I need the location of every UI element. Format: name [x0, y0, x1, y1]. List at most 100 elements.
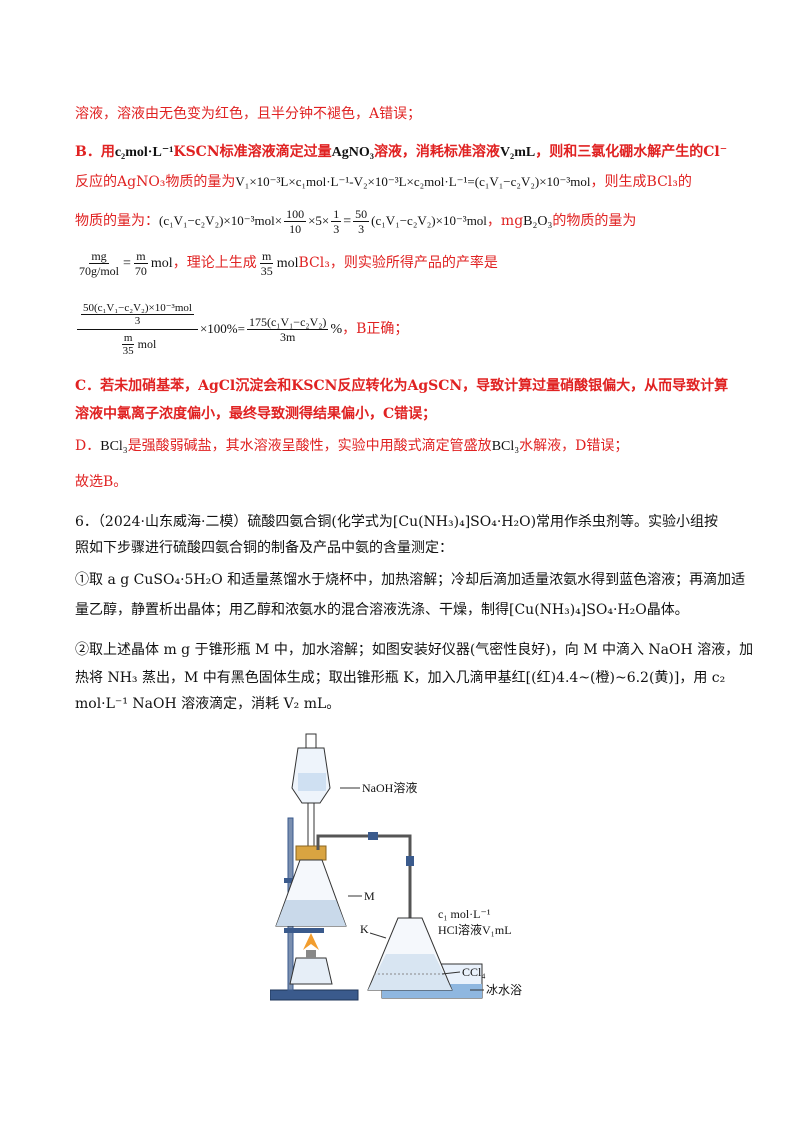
k-pointer [369, 932, 387, 939]
math: ×100%= [199, 321, 245, 336]
math: BCl₃ [100, 439, 128, 454]
naoh-liquid [298, 773, 326, 791]
clamp-2 [284, 928, 324, 933]
alcohol-lamp [289, 957, 333, 985]
label-hcl: HCl溶液V₁mL [438, 922, 512, 937]
question-6-line-5: ②取上述晶体 m g 于锥形瓶 M 中，加水溶解；如图安装好仪器(气密性良好)，… [75, 642, 754, 658]
denominator: 70g/mol [79, 263, 120, 278]
numerator: m [134, 248, 148, 264]
numerator: m [260, 248, 274, 264]
denominator: 3 [333, 221, 340, 236]
question-6-line-1: 6．（2024·山东威海·二模）硫酸四氨合铜(化学式为[Cu(NH₃)₄]SO₄… [75, 514, 719, 530]
math: mol [276, 256, 299, 271]
text: ，则生成BCl₃的 [590, 174, 692, 190]
question-6-line-3: ①取 a g CuSO₄·5H₂O 和适量蒸馏水于烧杯中，加热溶解；冷却后滴加适… [75, 572, 746, 588]
question-6-line-7: mol·L⁻¹ NaOH 溶液滴定，消耗 V₂ mL。 [75, 696, 341, 712]
flask-k-liquid [368, 954, 452, 990]
solution-conclusion: 故选B。 [75, 474, 128, 490]
text: KSCN标准溶液滴定过量 [173, 144, 332, 160]
text: mol [137, 337, 157, 351]
solution-line-c2: 溶液中氯离子浓度偏小，最终导致测得结果偏小，C错误； [75, 406, 437, 422]
denominator: 70 [134, 263, 147, 278]
math: BCl₃ [491, 439, 520, 454]
tube-1 [316, 834, 412, 850]
text: 的物质的量为 [552, 213, 637, 229]
text: 溶液，消耗标准溶液 [373, 144, 500, 160]
text: 物质的量为： [75, 213, 159, 229]
text: B．用 [75, 144, 115, 160]
label-k: K [360, 922, 369, 936]
math: c₂mol·L⁻¹ [114, 145, 174, 160]
text: ，理论上生成 [172, 255, 257, 271]
math: (c₁V₁−c₂V₂)×10⁻³mol [371, 213, 487, 228]
fraction: 175(c₁V₁−c₂V₂)3m [246, 314, 329, 344]
funnel-stopper [305, 733, 317, 749]
solution-line-1: 溶液，溶液由无色变为红色，且半分钟不褪色，A错误； [75, 106, 422, 122]
denominator: 35 [260, 263, 273, 278]
math: mol [150, 256, 173, 271]
question-6-line-2: 照如下步骤进行硫酸四氨合铜的制备及产品中氨的含量测定： [75, 540, 453, 556]
stand-base [270, 989, 359, 1001]
solution-line-b: B．用c₂mol·L⁻¹KSCN标准溶液滴定过量AgNO₃溶液，消耗标准溶液V₂… [75, 142, 735, 163]
flame [303, 933, 319, 950]
text: D． [75, 438, 101, 454]
math: % [330, 322, 343, 337]
solution-line-c1: C．若未加硝基苯，AgCl沉淀会和KSCN反应转化为AgSCN，导致计算过量硝酸… [75, 378, 729, 394]
text: ，则和三氯化硼水解产生的Cl⁻ [535, 144, 728, 160]
question-6-line-4: 量乙醇，静置析出晶体；用乙醇和浓氨水的混合溶液洗涤、干燥，制得[Cu(NH₃)₄… [75, 602, 689, 618]
text: BCl₃，则实验所得产品的产率是 [298, 255, 498, 271]
denominator: 3 [358, 221, 365, 236]
label-naoh: NaOH溶液 [362, 780, 417, 795]
math: ×5× [308, 213, 330, 228]
stopper-m [295, 845, 327, 861]
denominator: 35 [122, 344, 134, 357]
label-c1: c₁ mol·L⁻¹ [438, 907, 491, 921]
label-ice: 冰水浴 [486, 983, 522, 997]
math: B₂O₃ [523, 214, 553, 229]
text: ，mg [486, 213, 524, 229]
numerator: 50(c₁V₁−c₂V₂)×10⁻³mol [81, 301, 194, 315]
math: V₂mL [499, 145, 536, 160]
math: (c₁V₁−c₂V₂)×10⁻³mol× [159, 213, 283, 228]
numerator: 100 [284, 206, 307, 222]
label-m: M [364, 889, 375, 903]
lamp-wick [306, 950, 316, 958]
text: ，B正确； [342, 321, 409, 337]
solution-line-d: D．BCl₃是强酸弱碱盐，其水溶液呈酸性，实验中用酸式滴定管盛放BCl₃水解液，… [75, 436, 735, 457]
tube-joint-1 [368, 832, 378, 840]
denominator: 3m [280, 329, 296, 344]
tube-joint-2 [406, 856, 414, 866]
text: 反应的AgNO₃物质的量为 [75, 174, 236, 190]
question-6-line-6: 热将 NH₃ 蒸出，M 中有黑色固体生成；取出锥形瓶 K，加入几滴甲基红[(红)… [75, 670, 726, 686]
label-ccl4: CCl₄ [462, 965, 486, 979]
equation: V₁×10⁻³L×c₁mol·L⁻¹-V₂×10⁻³L×c₂mol·L⁻¹=(c… [235, 174, 591, 189]
funnel-stem [307, 802, 315, 849]
math: = [123, 256, 131, 271]
text: 水解液，D错误； [519, 438, 629, 454]
numerator: 175(c₁V₁−c₂V₂) [246, 314, 329, 330]
solution-line-3: 反应的AgNO₃物质的量为V₁×10⁻³L×c₁mol·L⁻¹-V₂×10⁻³L… [75, 172, 735, 192]
math: = [343, 214, 352, 229]
numerator: 1 [331, 206, 342, 222]
ccl4-pointer [441, 971, 461, 975]
apparatus-diagram: NaOH溶液 M K c₁ mol·L⁻¹ HCl溶液V₁mL CCl₄ 冰水浴 [270, 733, 522, 1001]
flask-m-liquid [276, 900, 346, 926]
numerator: m [121, 331, 135, 345]
math: AgNO₃ [331, 145, 374, 160]
denominator: 10 [289, 221, 302, 236]
numerator: 50 [353, 206, 370, 222]
